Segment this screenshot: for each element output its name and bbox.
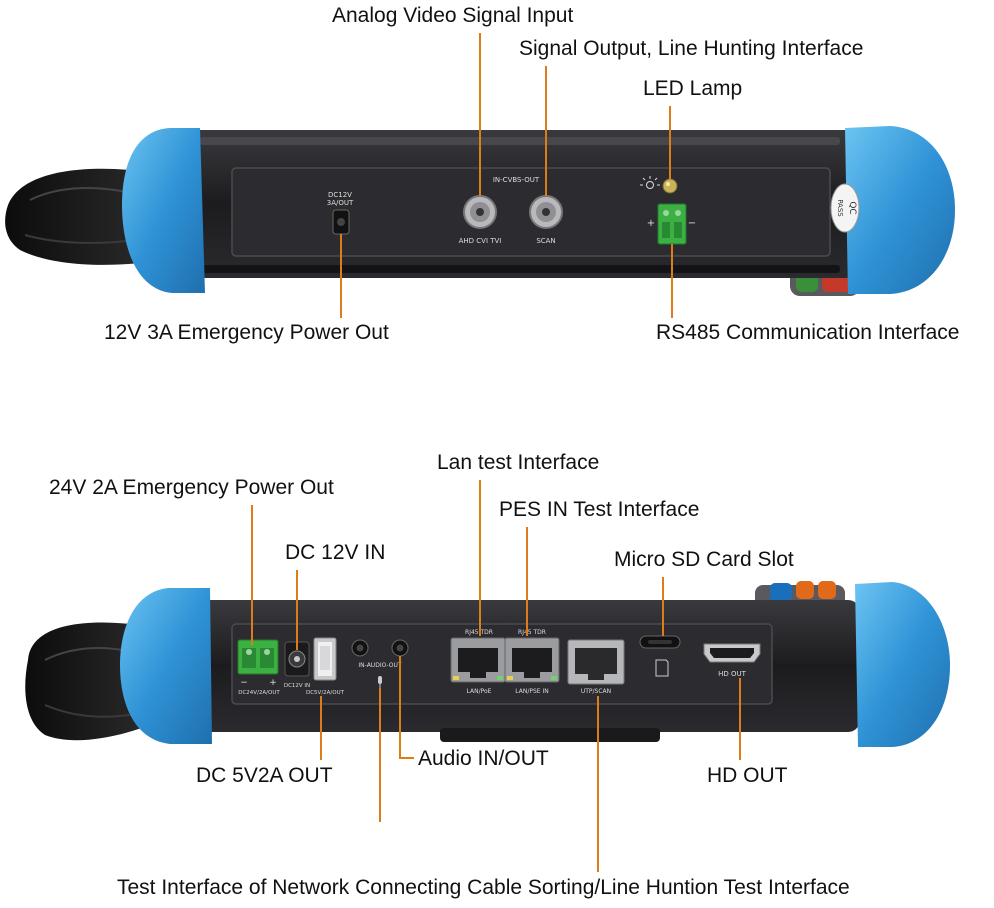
audio-out-jack — [391, 639, 409, 657]
leader-lines-top — [340, 33, 673, 318]
rs485-terminal — [657, 203, 687, 245]
bulb-icon — [640, 176, 660, 189]
label-signal-output: Signal Output, Line Hunting Interface — [519, 37, 864, 60]
in-audio-out-label: IN-AUDIO-OUT — [358, 662, 402, 669]
label-analog-video-input: Analog Video Signal Input — [332, 4, 574, 27]
label-pes-in-test: PES IN Test Interface — [499, 498, 700, 521]
bottom-device: − + DC24V/2A/OUT DC12V IN DC5V/2A/OUT IN… — [25, 581, 950, 747]
label-micro-sd: Micro SD Card Slot — [614, 548, 794, 571]
label-hd-out: HD OUT — [707, 764, 788, 787]
bumper-left-top — [122, 128, 205, 293]
utp-scan-label: UTP/SCAN — [581, 688, 611, 695]
dc24v-minus: − — [240, 678, 248, 688]
dc12v-top-sublabel: 3A/OUT — [327, 199, 354, 207]
top-device: QC PASS DC12V 3A/OUT IN-CVBS-OUT AHD CVI… — [5, 126, 955, 296]
ahd-cvi-tvi-label: AHD CVI TVI — [459, 237, 502, 245]
leader-audio-in-out — [399, 656, 414, 759]
label-dc-5v2a-out: DC 5V2A OUT — [196, 764, 333, 787]
hd-out-port-label: HD OUT — [718, 670, 747, 678]
rj45-lan-pse-in-port — [504, 637, 560, 683]
pass-text: PASS — [836, 199, 844, 217]
wrist-strap-bottom — [25, 622, 150, 741]
leader-lines-bottom — [251, 480, 741, 872]
dc12v-in-label: DC12V IN — [284, 683, 310, 689]
rs485-plus: + — [647, 218, 655, 229]
wrist-strap-top — [5, 168, 150, 265]
scan-label: SCAN — [536, 237, 555, 245]
dc12v-top-label: DC12V — [328, 191, 352, 199]
micro-sd-slot — [639, 635, 681, 649]
bnc-video-out — [529, 195, 563, 229]
qc-pass-sticker — [830, 183, 860, 233]
microphone-icon — [378, 676, 382, 688]
usb-port — [313, 637, 337, 681]
label-rs485: RS485 Communication Interface — [656, 321, 960, 344]
label-emergency-power-12v: 12V 3A Emergency Power Out — [104, 321, 389, 344]
rj45-lan-poe-port — [450, 637, 506, 683]
in-cvbs-out-label: IN-CVBS-OUT — [493, 176, 540, 184]
dc24v-label: DC24V/2A/OUT — [238, 690, 280, 696]
label-emergency-power-24v: 24V 2A Emergency Power Out — [49, 476, 334, 499]
rj45-utp-scan-port — [567, 639, 625, 685]
bumper-right-bottom — [855, 582, 950, 747]
lan-poe-label: LAN/PoE — [467, 688, 492, 695]
sd-card-icon — [655, 659, 669, 677]
rj45-tdr-label-2: RJ45 TDR — [518, 629, 546, 636]
dc24v-plus: + — [269, 678, 277, 688]
bumper-right-top — [845, 126, 955, 294]
label-led-lamp: LED Lamp — [643, 77, 743, 100]
hdmi-port — [703, 643, 761, 663]
rs485-minus: − — [688, 218, 696, 229]
lan-pse-in-label: LAN/PSE IN — [515, 688, 548, 695]
label-audio-in-out: Audio IN/OUT — [418, 747, 549, 770]
dc5v-label: DC5V/2A/OUT — [306, 690, 345, 696]
audio-in-jack — [351, 639, 369, 657]
led-lamp — [662, 178, 678, 194]
bumper-left-bottom — [120, 588, 212, 744]
qc-text: QC — [847, 201, 857, 214]
bnc-video-in — [463, 195, 497, 229]
dc24v-terminal — [237, 639, 279, 675]
label-lan-test: Lan test Interface — [437, 451, 600, 474]
dc12v-in-jack — [284, 641, 310, 677]
label-dc-12v-in: DC 12V IN — [285, 541, 386, 564]
label-network-cable-test: Test Interface of Network Connecting Cab… — [117, 876, 850, 899]
